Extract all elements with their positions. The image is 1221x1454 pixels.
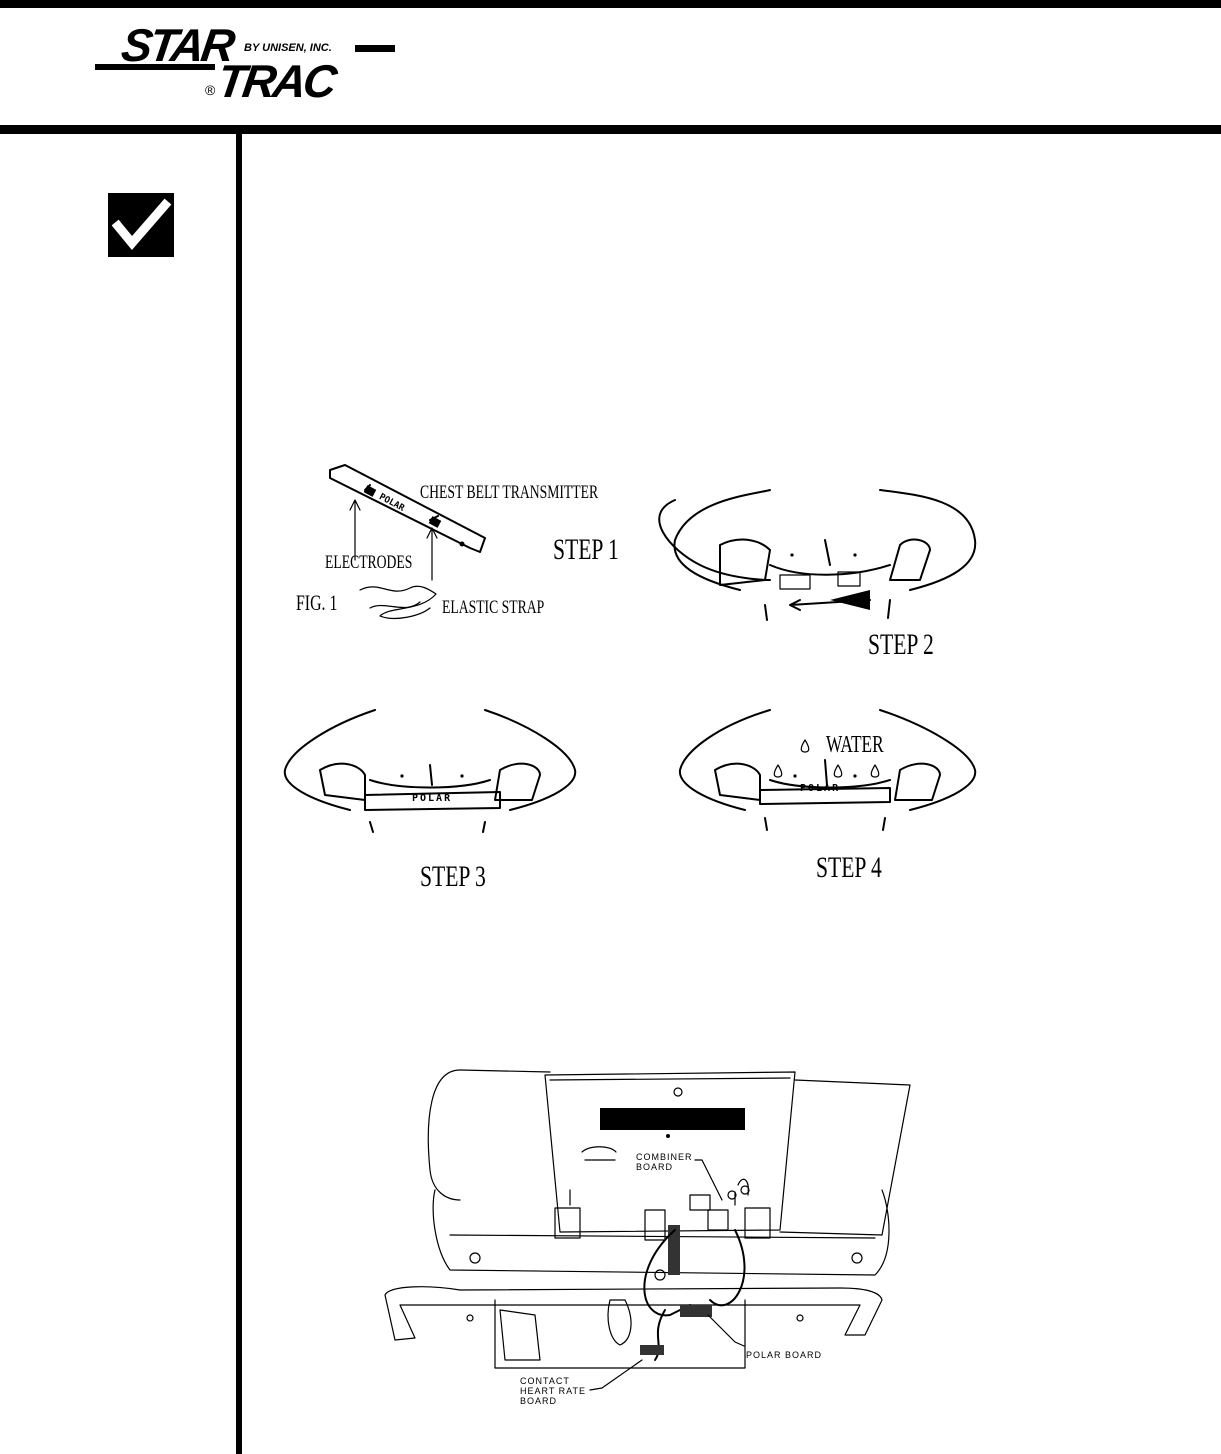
belt-brand-step3: POLAR [412,793,453,804]
fig1-belt-drawing [329,464,486,620]
combiner-board-label: COMBINER BOARD [636,1152,693,1172]
console-illustration [384,1069,911,1391]
step3-drawing [283,709,577,833]
electrodes-label: ELECTRODES [325,552,413,573]
elastic-strap-label: ELASTIC STRAP [442,597,545,618]
checkmark-icon [111,198,172,250]
step3-label: STEP 3 [420,860,486,893]
step2-drawing [658,489,977,621]
step4-label: STEP 4 [816,851,882,884]
logo-byline: BY UNISEN, INC. [244,42,332,54]
logo-trac-text: TRAC [214,55,338,107]
logo-lines [95,45,395,70]
step1-label: STEP 1 [553,533,619,566]
polar-board-label: POLAR BOARD [746,1350,823,1360]
chest-belt-illustration [283,464,977,833]
logo-registered-mark: ® [205,82,216,98]
header-rule [0,125,1221,134]
step2-label: STEP 2 [868,628,934,661]
water-label: WATER [826,732,884,758]
fig1-label: FIG. 1 [296,590,338,615]
top-rule [0,0,1221,8]
margin-rule [236,134,242,1454]
chest-belt-transmitter-label: CHEST BELT TRANSMITTER [420,482,599,503]
logo-star-text: STAR [118,19,236,71]
step4-drawing [678,709,977,831]
contact-heart-rate-board-label: CONTACT HEART RATE BOARD [520,1376,587,1406]
checkmark-box-icon [108,193,174,257]
belt-brand-step4: POLAR [800,783,841,794]
